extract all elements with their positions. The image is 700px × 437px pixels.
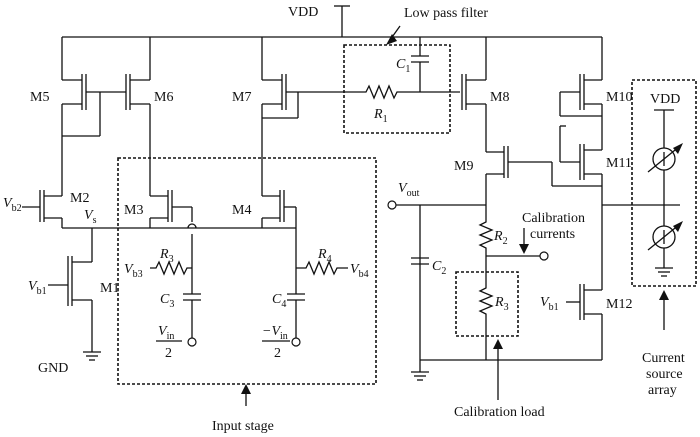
svg-text:Vin: Vin — [158, 324, 174, 342]
m10-label: M10 — [606, 90, 632, 105]
r1-resistor — [358, 84, 460, 100]
current-source-upper — [647, 143, 683, 173]
input-stage-label: Input stage — [212, 419, 274, 434]
m5-transistor — [61, 37, 126, 175]
m3-label: M3 — [124, 203, 143, 218]
svg-text:−Vin: −Vin — [262, 324, 288, 342]
c4-label: C4 — [272, 292, 286, 310]
calibration-load-label: Calibration load — [454, 405, 545, 420]
gnd-label: GND — [38, 361, 68, 376]
low-pass-filter-box — [343, 25, 451, 134]
vdd-label: VDD — [288, 5, 318, 20]
input-stage-box — [117, 157, 377, 406]
c1-label: C1 — [396, 57, 410, 75]
c2-label: C2 — [432, 259, 446, 277]
m12-label: M12 — [606, 297, 632, 312]
calibration-currents-arrow — [519, 228, 529, 254]
m9-label: M9 — [454, 159, 473, 174]
current-source-array-label-2: source — [646, 367, 683, 382]
calibration-currents-label-2: currents — [530, 227, 575, 242]
r4-resistor — [296, 260, 348, 276]
m12-transistor — [566, 205, 603, 360]
current-source-array-label-1: Current — [642, 351, 685, 366]
c4-capacitor — [287, 293, 305, 347]
m8-transistor — [461, 37, 487, 148]
vs-label: Vs — [84, 208, 97, 226]
ground-rail — [411, 205, 602, 381]
m10-transistor — [559, 37, 603, 140]
r2-resistor — [478, 218, 549, 282]
svg-text:2: 2 — [274, 346, 281, 361]
m4-transistor — [261, 178, 297, 294]
m6-transistor — [62, 37, 151, 175]
m11-transistor — [559, 125, 603, 205]
current-source-array-label-3: array — [648, 383, 677, 398]
calibration-currents-label-1: Calibration — [522, 211, 585, 226]
m11-label: M11 — [606, 156, 632, 171]
current-source-array-box — [631, 79, 697, 330]
current-source-lower — [647, 221, 683, 251]
array-vdd-label: VDD — [650, 92, 680, 107]
vb1-m12-label: Vb1 — [540, 295, 559, 313]
m1-label: M1 — [100, 281, 119, 296]
r1-label: R1 — [373, 107, 388, 125]
m3-transistor — [149, 175, 197, 250]
vs-node — [62, 227, 296, 262]
m2-label: M2 — [70, 191, 89, 206]
m8-label: M8 — [490, 90, 509, 105]
m1-transistor — [48, 256, 101, 361]
m7-transistor — [261, 37, 358, 178]
c2-capacitor — [411, 257, 429, 265]
m9-transistor — [485, 146, 602, 205]
calibration-load-box — [455, 271, 519, 400]
r2-label: R2 — [493, 229, 508, 247]
vb1-label: Vb1 — [28, 279, 47, 297]
m4-label: M4 — [232, 203, 251, 218]
vout-label: Vout — [398, 181, 420, 199]
c3-label: C3 — [160, 292, 174, 310]
c1-capacitor — [411, 37, 429, 92]
vb4-label: Vb4 — [350, 262, 369, 280]
vout-node — [387, 200, 487, 218]
vin-neg-input: −Vin 2 — [262, 324, 290, 361]
c3-capacitor — [183, 293, 201, 347]
vin-pos-input: Vin 2 — [156, 324, 182, 361]
r3-input-label: R3 — [159, 247, 174, 265]
svg-text:2: 2 — [165, 346, 172, 361]
m7-label: M7 — [232, 90, 251, 105]
vb2-label: Vb2 — [3, 196, 22, 214]
m6-label: M6 — [154, 90, 173, 105]
vdd-rail — [62, 5, 602, 38]
m2-transistor — [22, 175, 63, 228]
low-pass-filter-label: Low pass filter — [404, 6, 488, 21]
r4-label: R4 — [317, 247, 332, 265]
m5-label: M5 — [30, 90, 49, 105]
vb3-label: Vb3 — [124, 262, 143, 280]
r3-input-resistor — [150, 250, 193, 294]
r3-load-label: R3 — [494, 295, 509, 313]
